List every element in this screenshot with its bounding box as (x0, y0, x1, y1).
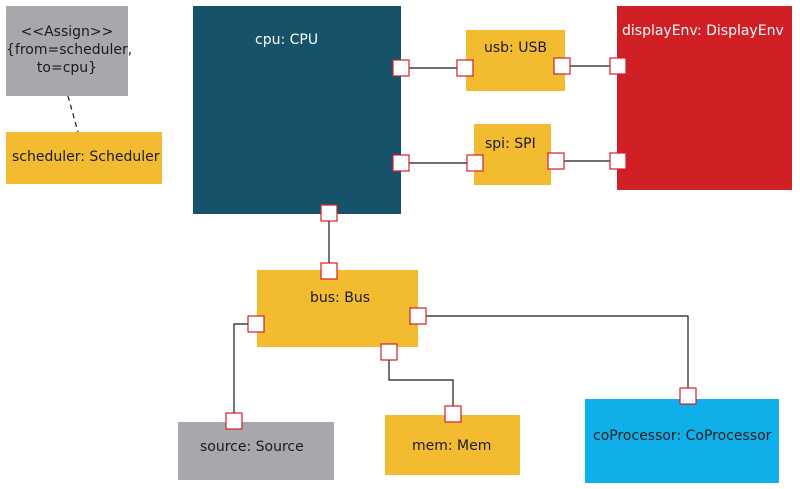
scheduler-label: scheduler: Scheduler (12, 149, 160, 165)
cpu-label: cpu: CPU (255, 32, 319, 48)
spi-block[interactable]: spi: SPI (474, 124, 551, 185)
source-block[interactable]: source: Source (178, 422, 334, 480)
note-stereotype: <<Assign>> (20, 24, 114, 40)
display-usb-port[interactable] (609, 57, 627, 75)
bus-label: bus: Bus (310, 290, 370, 306)
mem-block[interactable]: mem: Mem (385, 415, 520, 475)
note-to: to=cpu} (36, 60, 98, 76)
bus-block[interactable]: bus: Bus (257, 270, 418, 347)
coprocessor-block[interactable]: coProcessor: CoProcessor (585, 399, 779, 483)
bus-mem-connector (388, 360, 454, 406)
source-port[interactable] (225, 412, 243, 430)
display-spi-port[interactable] (609, 152, 627, 170)
spi-left-port[interactable] (466, 154, 484, 172)
source-label: source: Source (200, 439, 304, 455)
usb-right-port[interactable] (553, 57, 571, 75)
mem-label: mem: Mem (412, 438, 492, 454)
display-env-label: displayEnv: DisplayEnv (622, 23, 784, 39)
bus-coprocessor-connector (426, 315, 689, 388)
display-env-block[interactable]: displayEnv: DisplayEnv (617, 6, 792, 190)
bus-source-port[interactable] (247, 315, 265, 333)
note-anchor-line (67, 95, 79, 133)
usb-label: usb: USB (484, 40, 547, 56)
spi-label: spi: SPI (485, 136, 536, 152)
cpu-block[interactable]: cpu: CPU (193, 6, 401, 214)
bus-cpu-port[interactable] (320, 262, 338, 280)
bus-coprocessor-port[interactable] (409, 307, 427, 325)
coprocessor-port[interactable] (679, 387, 697, 405)
usb-block[interactable]: usb: USB (466, 30, 565, 91)
mem-port[interactable] (444, 405, 462, 423)
cpu-usb-port[interactable] (392, 59, 410, 77)
assign-note: <<Assign>> {from=scheduler, to=cpu} (6, 6, 133, 96)
note-from: {from=scheduler, (6, 42, 133, 58)
spi-right-port[interactable] (547, 152, 565, 170)
coprocessor-label: coProcessor: CoProcessor (593, 428, 772, 444)
scheduler-block[interactable]: scheduler: Scheduler (6, 132, 162, 184)
cpu-spi-port[interactable] (392, 154, 410, 172)
bus-source-connector (233, 323, 248, 413)
usb-left-port[interactable] (456, 59, 474, 77)
bus-mem-port[interactable] (380, 343, 398, 361)
cpu-bus-port[interactable] (320, 204, 338, 222)
